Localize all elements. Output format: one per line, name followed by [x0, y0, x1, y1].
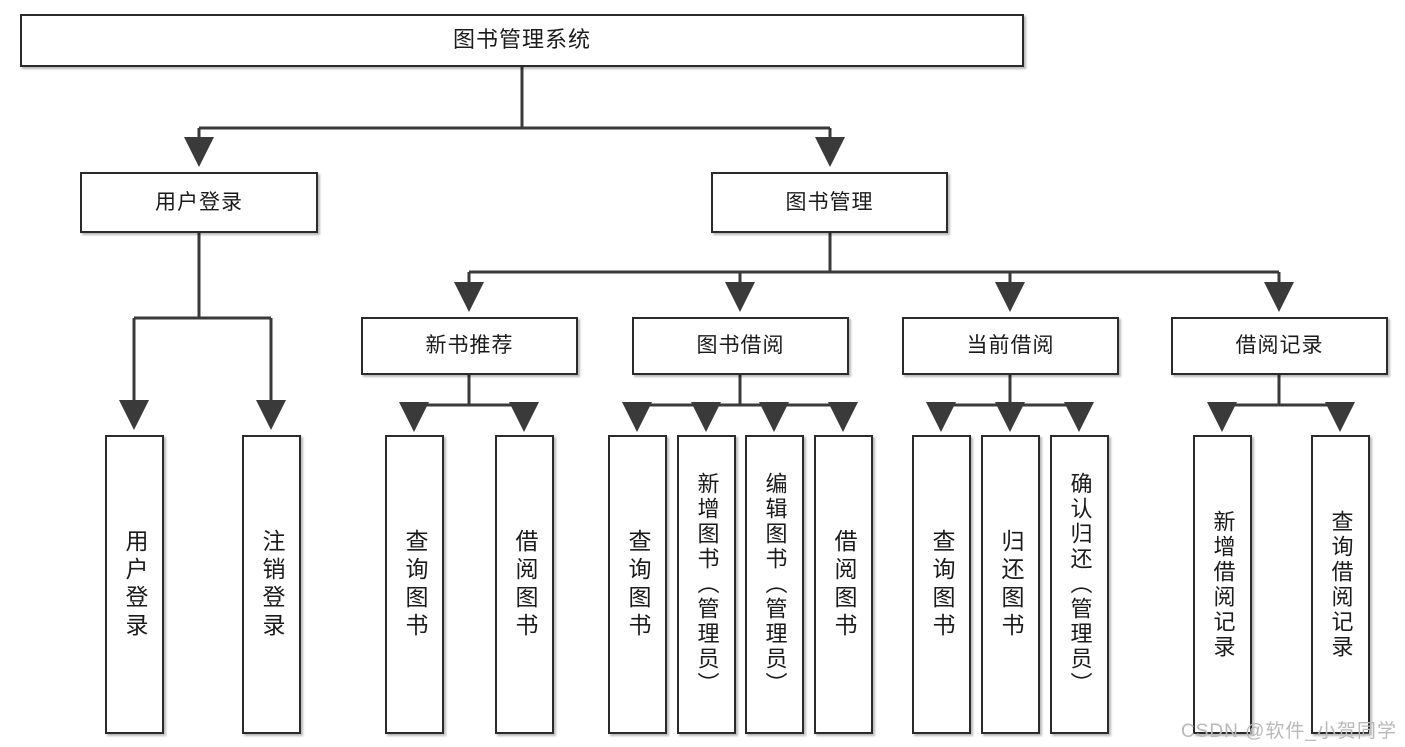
node-label: 归还图书	[998, 528, 1024, 641]
node-label: 借阅记录	[1235, 334, 1324, 358]
node-label: 图书管理系统	[452, 27, 591, 53]
node-leaf-add-book[interactable]: 新增图书（管理员）	[677, 435, 736, 734]
node-label: 查询图书	[929, 528, 955, 641]
node-new-book-recommend[interactable]: 新书推荐	[361, 317, 578, 375]
node-label: 查询借阅记录	[1328, 509, 1354, 660]
node-leaf-query-book-2[interactable]: 查询图书	[608, 435, 667, 734]
node-label: 新增借阅记录	[1210, 509, 1236, 660]
node-leaf-add-record[interactable]: 新增借阅记录	[1193, 435, 1252, 734]
node-leaf-edit-book[interactable]: 编辑图书（管理员）	[745, 435, 804, 734]
node-label: 注销登录	[259, 528, 285, 641]
node-user-login[interactable]: 用户登录	[80, 172, 318, 233]
node-label: 图书借阅	[696, 334, 785, 358]
node-label: 借阅图书	[512, 528, 538, 641]
node-label: 新书推荐	[425, 334, 514, 358]
node-leaf-query-book-1[interactable]: 查询图书	[385, 435, 444, 734]
node-label: 用户登录	[155, 190, 243, 214]
node-leaf-borrow-book-2[interactable]: 借阅图书	[814, 435, 873, 734]
node-book-manage[interactable]: 图书管理	[711, 172, 948, 233]
node-label: 确认归还（管理员）	[1067, 472, 1093, 697]
node-label: 当前借阅	[966, 334, 1055, 358]
node-leaf-query-book-3[interactable]: 查询图书	[912, 435, 971, 734]
node-current-borrow[interactable]: 当前借阅	[902, 317, 1119, 375]
node-label: 查询图书	[625, 528, 651, 641]
node-leaf-user-logout[interactable]: 注销登录	[242, 435, 301, 734]
node-leaf-confirm-return[interactable]: 确认归还（管理员）	[1050, 435, 1109, 734]
node-label: 查询图书	[402, 528, 428, 641]
node-borrow-record[interactable]: 借阅记录	[1171, 317, 1388, 375]
node-label: 编辑图书（管理员）	[762, 472, 788, 697]
node-label: 用户登录	[122, 528, 148, 641]
node-label: 新增图书（管理员）	[694, 472, 720, 697]
node-leaf-return-book[interactable]: 归还图书	[981, 435, 1040, 734]
node-leaf-user-login[interactable]: 用户登录	[105, 435, 164, 734]
node-root-system[interactable]: 图书管理系统	[20, 14, 1024, 67]
node-book-borrow[interactable]: 图书借阅	[632, 317, 849, 375]
node-leaf-borrow-book-1[interactable]: 借阅图书	[495, 435, 554, 734]
node-label: 图书管理	[785, 190, 874, 214]
node-leaf-query-record[interactable]: 查询借阅记录	[1311, 435, 1370, 734]
node-label: 借阅图书	[831, 528, 857, 641]
